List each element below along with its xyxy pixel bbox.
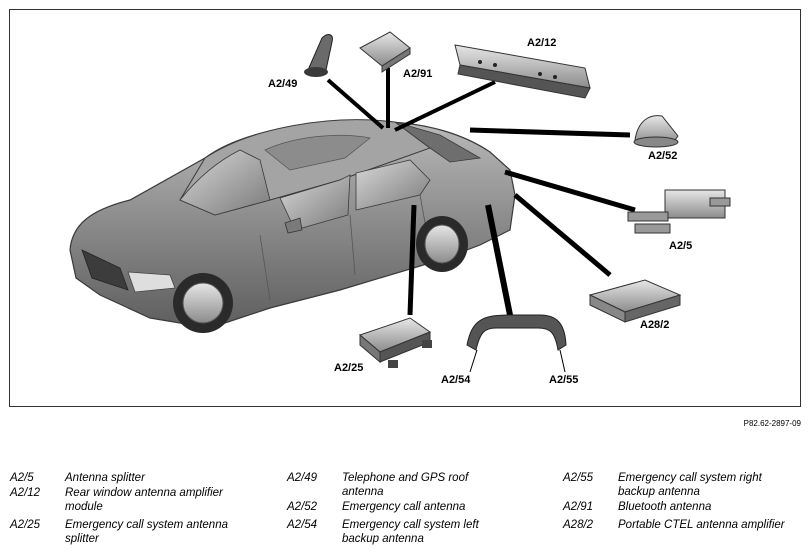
legend-desc: Emergency call system left backup antenn… [342,519,479,545]
callout-a2-12: A2/12 [527,37,557,49]
car-antenna-diagram [69,31,731,373]
legend-code: A2/52 [287,501,318,513]
callout-a2-5: A2/5 [669,240,693,252]
callout-a2-49: A2/49 [268,78,298,90]
car-illustration [69,119,516,333]
emergency-antenna-a2-52 [633,115,679,148]
callout-a2-25: A2/25 [334,362,364,374]
legend-desc: Bluetooth antenna [618,501,712,513]
figure-reference: P82.62-2897-09 [743,419,801,428]
legend-desc: Portable CTEL antenna amplifier [618,519,785,531]
legend-desc: Emergency call system antenna splitter [65,519,228,545]
legend-code: A2/12 [10,487,41,499]
antenna-splitter-a2-5 [627,189,731,234]
amplifier-module-a2-12 [454,44,591,99]
roof-antenna-a2-49 [304,34,333,77]
callout-a2-91: A2/91 [403,68,433,80]
callout-a2-55: A2/55 [549,374,579,386]
legend-code: A2/25 [10,519,41,531]
callout-a2-54: A2/54 [441,374,471,386]
callout-a2-52: A2/52 [648,150,678,162]
legend-desc: Emergency call antenna [342,501,466,513]
legend-desc: Telephone and GPS roof antenna [342,472,469,498]
bluetooth-antenna-a2-91 [359,31,411,73]
amplifier-a28-2 [588,279,682,323]
backup-antenna-a2-54-a2-55 [466,314,567,351]
legend-code: A2/5 [10,472,34,484]
legend-code: A2/54 [287,519,318,531]
leader-lines [326,68,636,373]
diagram-frame: A2/49 A2/91 A2/12 A2/52 A2/5 A28/2 A2/25… [9,9,801,407]
legend-desc: Antenna splitter [65,472,145,484]
legend-code: A2/91 [563,501,594,513]
splitter-a2-25 [359,317,432,368]
legend-desc: Rear window antenna amplifier module [65,487,223,513]
legend-code: A2/49 [287,472,318,484]
legend-desc: Emergency call system right backup anten… [618,472,762,498]
callout-a28-2: A28/2 [640,319,670,331]
legend-code: A2/55 [563,472,594,484]
legend-code: A28/2 [563,519,594,531]
